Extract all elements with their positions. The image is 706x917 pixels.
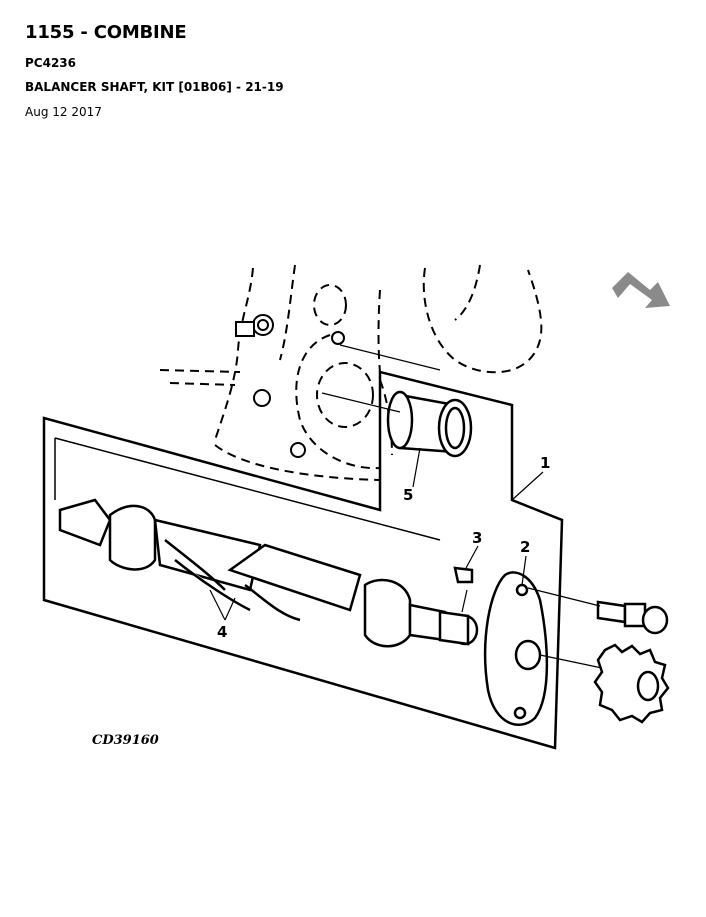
balancer-shaft [58, 498, 479, 648]
page-title: 1155 - COMBINE [25, 22, 187, 43]
housing-bolts [235, 314, 345, 458]
callout-3: 3 [472, 529, 482, 547]
gear [593, 643, 670, 724]
document-code: PC4236 [25, 56, 76, 70]
page-header: 1155 - COMBINE PC4236 BALANCER SHAFT, KI… [25, 20, 675, 120]
panel-inner-line [54, 437, 441, 541]
figure-code: CD39160 [92, 733, 159, 748]
callout-2: 2 [520, 538, 530, 556]
callout-4: 4 [217, 623, 227, 641]
callout-1: 1 [540, 454, 550, 472]
page-subtitle: BALANCER SHAFT, KIT [01B06] - 21-19 [25, 80, 284, 94]
bushing [386, 390, 473, 458]
direction-arrow-icon [612, 272, 670, 308]
retainer-plate [483, 571, 549, 726]
woodruff-key [453, 566, 474, 584]
engine-housing-outline [159, 264, 543, 481]
document-date: Aug 12 2017 [25, 105, 102, 119]
callout-5: 5 [403, 486, 413, 504]
cap-screw [596, 600, 669, 635]
